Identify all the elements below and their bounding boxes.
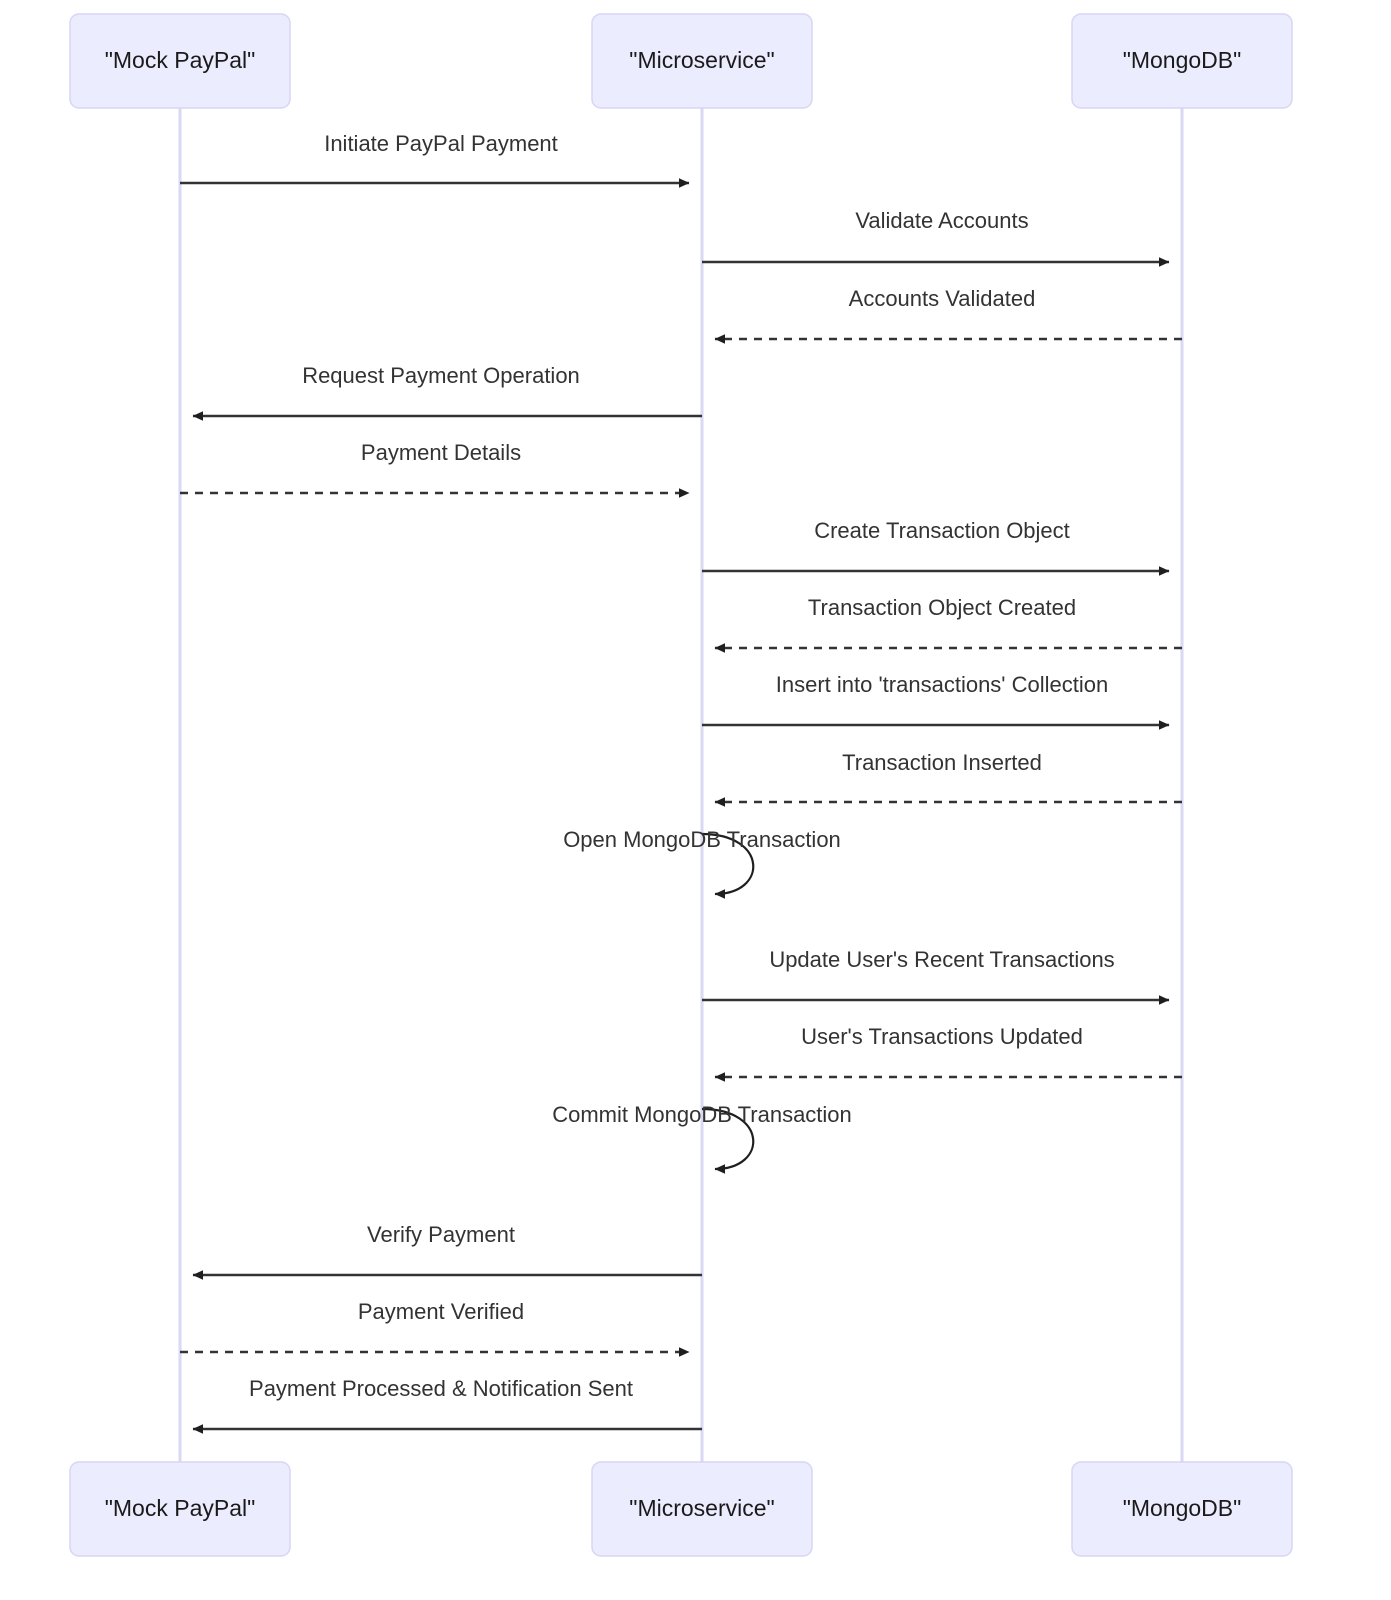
message-label-2: Accounts Validated [849, 286, 1036, 311]
participant-label-microservice-top: "Microservice" [629, 47, 774, 73]
participant-box-mongodb-top[interactable] [1071, 13, 1293, 109]
message-label-13: Verify Payment [367, 1222, 515, 1247]
participant-box-microservice-bottom[interactable] [591, 1461, 813, 1557]
message-label-12: Commit MongoDB Transaction [552, 1102, 852, 1127]
message-label-4: Payment Details [361, 440, 521, 465]
participant-label-paypal-top: "Mock PayPal" [105, 47, 256, 73]
participant-label-mongodb-bottom: "MongoDB" [1123, 1495, 1242, 1521]
message-label-7: Insert into 'transactions' Collection [776, 672, 1108, 697]
message-label-10: Update User's Recent Transactions [769, 947, 1114, 972]
participants-top-group: "Mock PayPal" "Microservice" "MongoDB" [69, 13, 1293, 109]
message-label-8: Transaction Inserted [842, 750, 1042, 775]
message-label-3: Request Payment Operation [302, 363, 580, 388]
message-label-15: Payment Processed & Notification Sent [249, 1376, 633, 1401]
lifelines-group [178, 108, 1184, 1462]
message-selfloop-9 [701, 832, 755, 899]
participant-box-microservice-top[interactable] [591, 13, 813, 109]
message-label-0: Initiate PayPal Payment [324, 131, 558, 156]
message-label-11: User's Transactions Updated [801, 1024, 1083, 1049]
participant-label-microservice-bottom: "Microservice" [629, 1495, 774, 1521]
participants-bottom-group: "Mock PayPal" "Microservice" "MongoDB" [69, 1461, 1293, 1557]
message-label-9: Open MongoDB Transaction [563, 827, 841, 852]
message-selfloop-12 [701, 1107, 755, 1174]
participant-box-paypal-top[interactable] [69, 13, 291, 109]
participant-box-paypal-bottom[interactable] [69, 1461, 291, 1557]
message-label-5: Create Transaction Object [814, 518, 1070, 543]
message-label-6: Transaction Object Created [808, 595, 1076, 620]
message-label-14: Payment Verified [358, 1299, 524, 1324]
participant-label-paypal-bottom: "Mock PayPal" [105, 1495, 256, 1521]
participant-box-mongodb-bottom[interactable] [1071, 1461, 1293, 1557]
participant-label-mongodb-top: "MongoDB" [1123, 47, 1242, 73]
message-label-1: Validate Accounts [855, 208, 1028, 233]
